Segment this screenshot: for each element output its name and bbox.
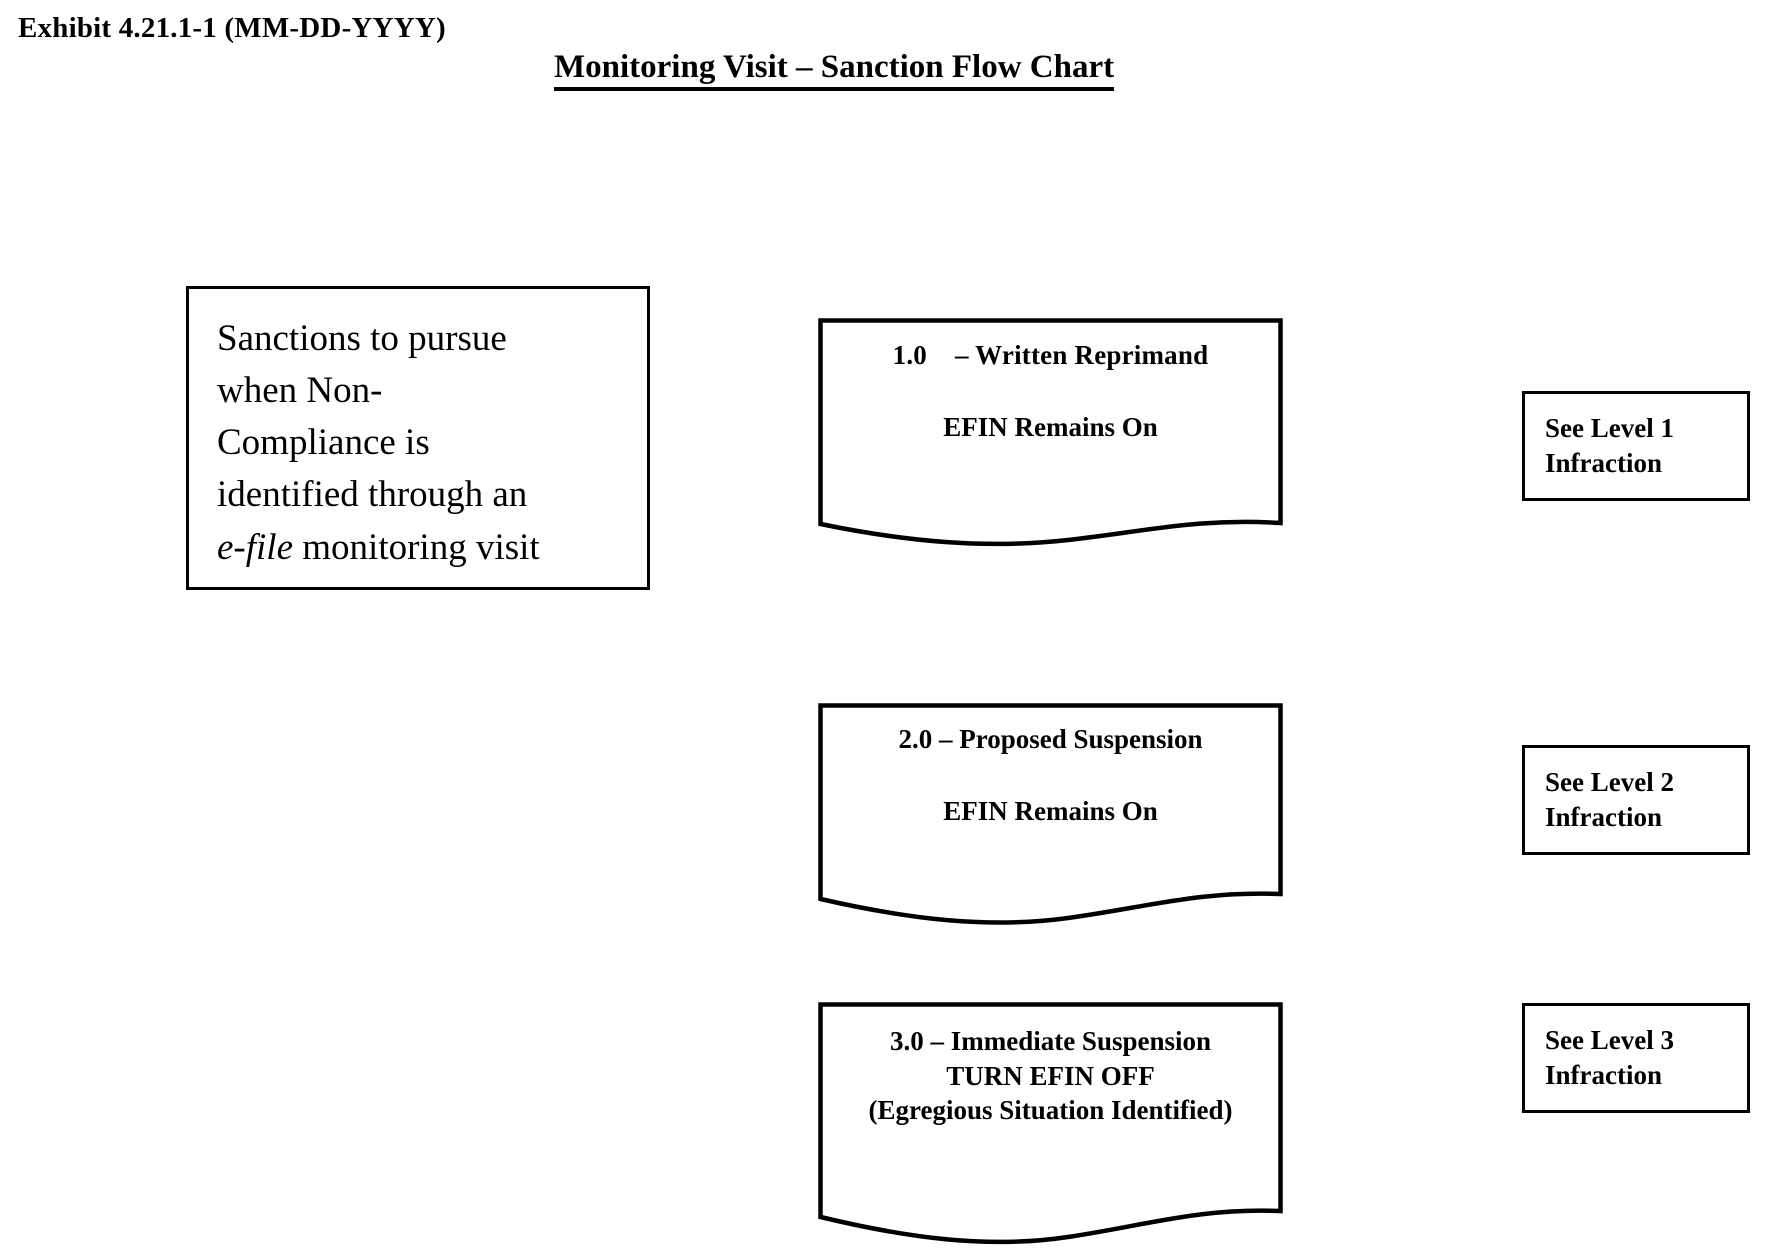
document-shape-icon	[818, 318, 1283, 547]
see-level-1-label: See Level 1 Infraction	[1545, 412, 1674, 478]
see-level-3-label: See Level 3 Infraction	[1545, 1024, 1674, 1090]
sanction-doc-box-1: 1.0 – Written Reprimand EFIN Remains On	[818, 318, 1283, 556]
intro-box-text: Sanctions to pursue when Non- Compliance…	[217, 313, 629, 574]
sanction-2-title: 2.0 – Proposed Suspension	[898, 724, 1203, 754]
exhibit-label: Exhibit 4.21.1-1 (MM-DD-YYYY)	[18, 12, 446, 44]
sanction-doc-box-3-text: 3.0 – Immediate Suspension TURN EFIN OFF…	[818, 1002, 1283, 1128]
sanction-1-dash-title: – Written Reprimand	[955, 340, 1209, 370]
intro-line-5-italic: e-file	[217, 526, 294, 568]
intro-line-1: Sanctions to pursue	[217, 318, 507, 359]
sanction-doc-box-2-text: 2.0 – Proposed Suspension EFIN Remains O…	[818, 703, 1283, 825]
sanction-3-title: 3.0 – Immediate Suspension	[889, 1026, 1212, 1056]
see-level-2-box[interactable]: See Level 2 Infraction	[1522, 745, 1750, 855]
see-level-3-box[interactable]: See Level 3 Infraction	[1522, 1003, 1750, 1113]
sanction-doc-box-1-text: 1.0 – Written Reprimand EFIN Remains On	[818, 318, 1283, 441]
intro-line-2: when Non-	[217, 370, 383, 412]
sanction-1-number: 1.0	[892, 340, 928, 370]
intro-box: Sanctions to pursue when Non- Compliance…	[186, 286, 650, 590]
intro-line-4: identified through an	[217, 474, 528, 516]
sanction-doc-box-2: 2.0 – Proposed Suspension EFIN Remains O…	[818, 703, 1283, 931]
sanction-3-note: (Egregious Situation Identified)	[868, 1095, 1233, 1126]
intro-line-5-rest: monitoring visit	[293, 526, 540, 568]
document-shape-icon	[818, 1002, 1283, 1245]
intro-line-3: Compliance is	[217, 422, 430, 464]
sanction-3-status: TURN EFIN OFF	[946, 1060, 1155, 1091]
sanction-doc-box-3: 3.0 – Immediate Suspension TURN EFIN OFF…	[818, 1002, 1283, 1250]
sanction-1-status: EFIN Remains On	[943, 412, 1158, 442]
see-level-1-box[interactable]: See Level 1 Infraction	[1522, 391, 1750, 501]
sanction-2-status: EFIN Remains On	[943, 796, 1158, 826]
see-level-2-label: See Level 2 Infraction	[1545, 766, 1674, 832]
page-title: Monitoring Visit – Sanction Flow Chart	[554, 50, 1115, 91]
sanction-1-title: 1.0 – Written Reprimand	[818, 342, 1283, 369]
document-shape-icon	[818, 703, 1283, 925]
